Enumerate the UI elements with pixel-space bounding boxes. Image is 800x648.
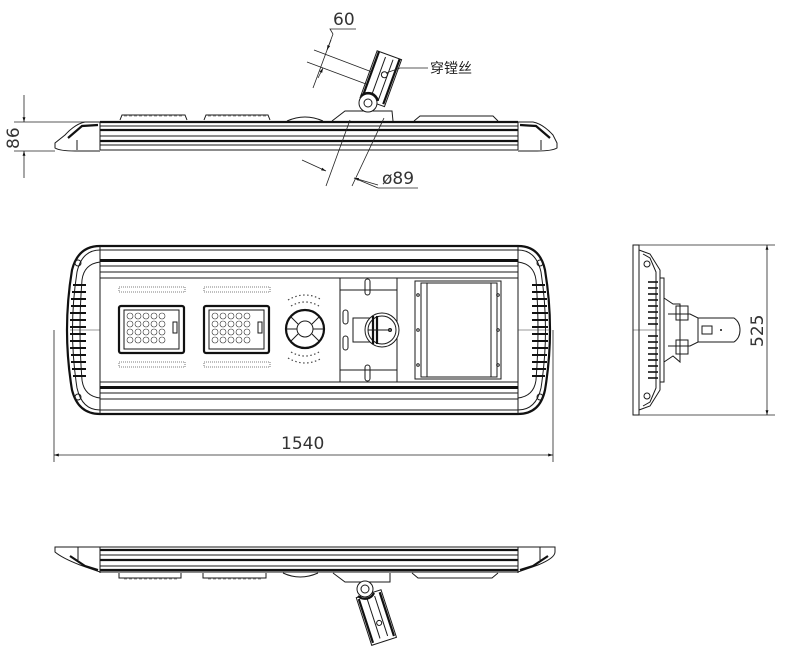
plan-view: 1540	[53, 244, 554, 462]
dim-pole-diameter: ø89	[382, 169, 414, 189]
bolt-label: 穿镗丝	[430, 61, 472, 77]
dim-bracket-width: 60	[333, 10, 355, 30]
side-view-top: 60 穿镗丝 86 ø89	[4, 10, 558, 189]
dim-width: 525	[748, 315, 768, 347]
dim-length: 1540	[281, 434, 324, 454]
side-view-bottom	[54, 546, 556, 646]
end-view: 525	[632, 244, 775, 416]
dim-height: 86	[4, 127, 24, 149]
